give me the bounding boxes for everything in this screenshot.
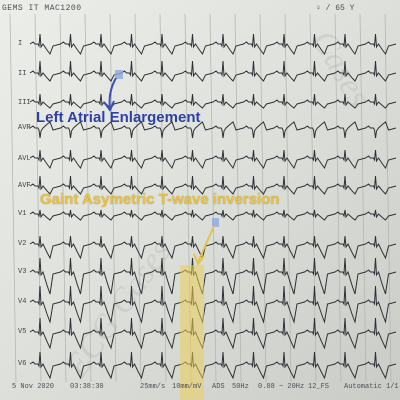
ecg-trace-iii xyxy=(29,93,397,109)
t-wave-arrow-icon xyxy=(197,225,215,263)
lead-label-v4: V4 xyxy=(18,298,27,306)
t-wave-marker xyxy=(212,218,219,227)
lead-label-v2: V2 xyxy=(18,240,27,248)
ecg-traces xyxy=(29,33,397,380)
grid-line xyxy=(334,13,342,383)
grid-line xyxy=(59,13,67,383)
grid-line xyxy=(84,13,92,383)
lead-label-v3: V3 xyxy=(18,268,27,276)
annotation-arrows xyxy=(103,70,219,267)
t-wave-highlight xyxy=(180,265,204,400)
device-header: GEMS IT MAC1200 xyxy=(2,4,82,13)
footer-format: 12_FS xyxy=(308,383,330,391)
footer-time: 03:38:30 xyxy=(70,383,104,391)
footer-mode: ADS xyxy=(212,383,225,391)
left-atrial-arrow-icon xyxy=(108,77,117,109)
grid-line xyxy=(9,13,17,383)
ecg-trace-v5 xyxy=(29,317,397,350)
ecg-grid xyxy=(9,13,392,383)
t-wave-inversion-label: Gaint Asymetric T-wave inversion xyxy=(40,191,280,208)
left-atrial-arrowhead-icon xyxy=(103,100,115,112)
lead-label-iii: III xyxy=(18,99,31,107)
grid-line xyxy=(109,13,117,383)
footer-page: 1/1 xyxy=(386,383,399,391)
footer-date: 5 Nov 2020 xyxy=(12,383,55,391)
ecg-trace-v2 xyxy=(29,235,397,260)
lead-label-avl: AVL xyxy=(18,155,31,163)
ecg-trace-v3 xyxy=(29,257,397,295)
lead-label-ii: II xyxy=(18,70,27,78)
patient-info: ♀ / 65 Y xyxy=(316,4,355,13)
lead-label-v6: V6 xyxy=(18,360,27,368)
ecg-trace-avl xyxy=(29,149,397,170)
ecg-trace-avr xyxy=(29,121,397,139)
ecg-trace-avf xyxy=(29,175,397,195)
t-wave-arrowhead-icon xyxy=(193,253,205,267)
lead-label-i: I xyxy=(18,40,23,48)
footer-freq: 50Hz xyxy=(232,383,249,391)
grid-line xyxy=(209,13,217,383)
lead-label-v1: V1 xyxy=(18,210,27,218)
grid-line xyxy=(359,13,367,383)
ecg-trace-v6 xyxy=(29,351,397,380)
footer-gain: 10mm/mV xyxy=(172,383,202,391)
ecg-trace-ii xyxy=(29,60,397,82)
lead-label-v5: V5 xyxy=(18,328,27,336)
grid-line xyxy=(259,13,267,383)
grid-line xyxy=(384,13,392,383)
lead-label-avf: AVF xyxy=(18,182,31,190)
p-wave-marker xyxy=(115,70,123,79)
footer-filter: 0.08 ~ 20Hz xyxy=(258,383,305,391)
lead-label-avr: AVR xyxy=(18,124,31,132)
footer-speed: 25mm/s xyxy=(140,383,166,391)
left-atrial-enlargement-label: Left Atrial Enlargement xyxy=(36,109,201,126)
ecg-trace-v1 xyxy=(29,209,397,221)
footer-auto: Automatic xyxy=(344,383,382,391)
grid-line xyxy=(284,13,292,383)
ecg-trace-i xyxy=(29,33,397,56)
ecg-trace-v4 xyxy=(29,285,397,324)
